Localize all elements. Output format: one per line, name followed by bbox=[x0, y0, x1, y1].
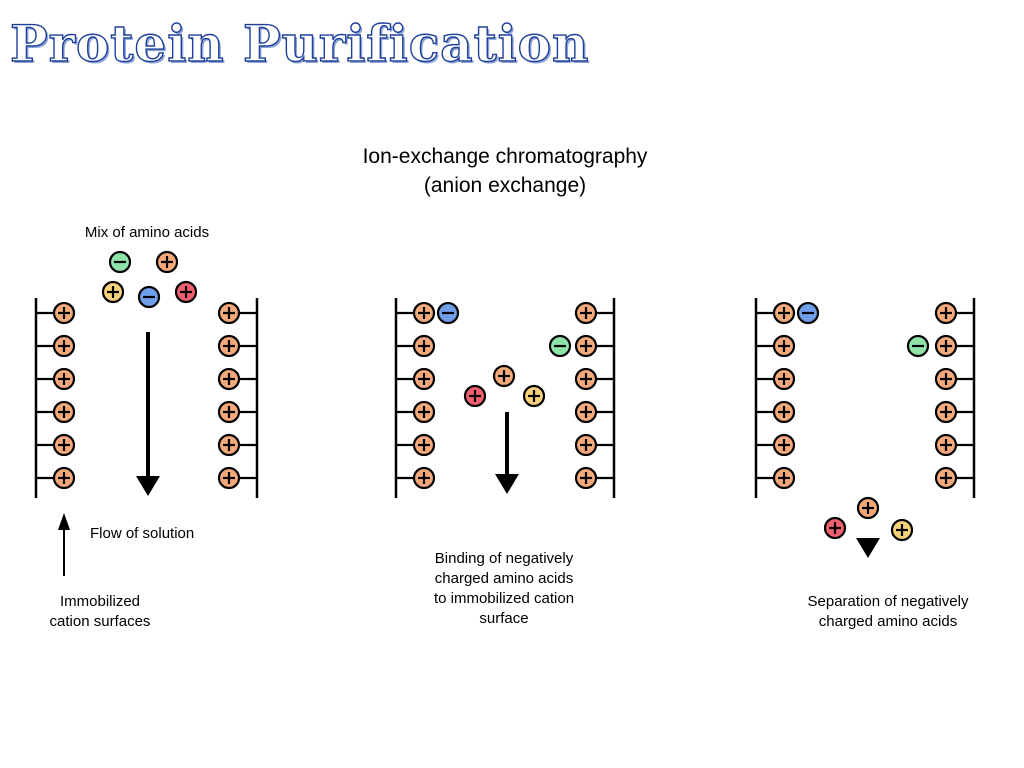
immobilized-cation-bead bbox=[412, 466, 436, 490]
immobilized-cation-bead bbox=[52, 334, 76, 358]
column-right-panel-2 bbox=[596, 298, 616, 498]
label-separation-line2: charged amino acids bbox=[819, 613, 957, 630]
cation-bead-yellow bbox=[890, 518, 914, 542]
immobilized-cation-bead bbox=[412, 433, 436, 457]
label-binding-line3: to immobilized cation bbox=[434, 590, 574, 607]
immobilized-cation-bead bbox=[574, 334, 598, 358]
immobilized-cation-bead bbox=[772, 367, 796, 391]
label-mix-of-amino-acids: Mix of amino acids bbox=[85, 224, 209, 241]
label-binding-line2: charged amino acids bbox=[435, 570, 573, 587]
immobilized-cation-bead bbox=[772, 301, 796, 325]
label-immobilized-line2: cation surfaces bbox=[50, 613, 151, 630]
immobilized-cation-bead bbox=[217, 400, 241, 424]
column-left-panel-2 bbox=[394, 298, 414, 498]
diagram-heading-line1: Ion-exchange chromatography bbox=[363, 145, 648, 168]
cation-bead-orange bbox=[856, 496, 880, 520]
immobilized-cation-bead bbox=[934, 433, 958, 457]
label-flow-of-solution: Flow of solution bbox=[90, 525, 194, 542]
anion-bead-green bbox=[108, 250, 132, 274]
immobilized-cation-bead bbox=[217, 433, 241, 457]
cation-bead-red bbox=[463, 384, 487, 408]
immobilized-cation-bead bbox=[772, 400, 796, 424]
label-immobilized-line1: Immobilized bbox=[60, 593, 140, 610]
immobilized-cation-bead bbox=[52, 367, 76, 391]
label-binding-line4: surface bbox=[479, 610, 528, 627]
immobilized-pointer-arrowhead bbox=[58, 513, 70, 530]
cation-bead-orange bbox=[155, 250, 179, 274]
anion-bead-blue bbox=[137, 285, 161, 309]
immobilized-cation-bead bbox=[574, 466, 598, 490]
flow-arrowhead-panel-3 bbox=[856, 538, 880, 558]
cation-bead-red bbox=[174, 280, 198, 304]
immobilized-cation-bead bbox=[412, 367, 436, 391]
cation-bead-yellow bbox=[522, 384, 546, 408]
immobilized-cation-bead bbox=[772, 433, 796, 457]
immobilized-cation-bead bbox=[574, 400, 598, 424]
immobilized-cation-bead bbox=[574, 367, 598, 391]
immobilized-cation-bead bbox=[52, 466, 76, 490]
immobilized-cation-bead bbox=[772, 466, 796, 490]
immobilized-cation-bead bbox=[934, 400, 958, 424]
bound-anion-bead-green bbox=[906, 334, 930, 358]
label-separation-line1: Separation of negatively bbox=[808, 593, 969, 610]
cation-bead-yellow bbox=[101, 280, 125, 304]
immobilized-cation-bead bbox=[934, 301, 958, 325]
immobilized-cation-bead bbox=[772, 334, 796, 358]
immobilized-cation-bead bbox=[52, 301, 76, 325]
immobilized-cation-bead bbox=[52, 433, 76, 457]
immobilized-cation-bead bbox=[217, 367, 241, 391]
immobilized-cation-bead bbox=[934, 334, 958, 358]
diagram-heading-line2: (anion exchange) bbox=[424, 174, 586, 197]
immobilized-cation-bead bbox=[574, 433, 598, 457]
immobilized-cation-bead bbox=[574, 301, 598, 325]
column-left-panel-1 bbox=[34, 298, 54, 498]
immobilized-cation-bead bbox=[412, 301, 436, 325]
immobilized-cation-bead bbox=[412, 334, 436, 358]
immobilized-cation-bead bbox=[934, 466, 958, 490]
bound-anion-bead-green bbox=[548, 334, 572, 358]
immobilized-cation-bead bbox=[412, 400, 436, 424]
immobilized-cation-bead bbox=[52, 400, 76, 424]
column-right-panel-1 bbox=[239, 298, 259, 498]
immobilized-cation-bead bbox=[217, 466, 241, 490]
bound-anion-bead-blue bbox=[436, 301, 460, 325]
bound-anion-bead-blue bbox=[796, 301, 820, 325]
label-binding-line1: Binding of negatively bbox=[435, 550, 574, 567]
immobilized-cation-bead bbox=[934, 367, 958, 391]
flow-arrowhead-panel-2 bbox=[495, 474, 519, 494]
immobilized-cation-bead bbox=[217, 334, 241, 358]
flow-arrowhead-panel-1 bbox=[136, 476, 160, 496]
cation-bead-red bbox=[823, 516, 847, 540]
cation-bead-orange bbox=[492, 364, 516, 388]
immobilized-cation-bead bbox=[217, 301, 241, 325]
slide-title: Protein Purification bbox=[9, 13, 590, 73]
column-left-panel-3 bbox=[754, 298, 774, 498]
column-right-panel-3 bbox=[956, 298, 976, 498]
